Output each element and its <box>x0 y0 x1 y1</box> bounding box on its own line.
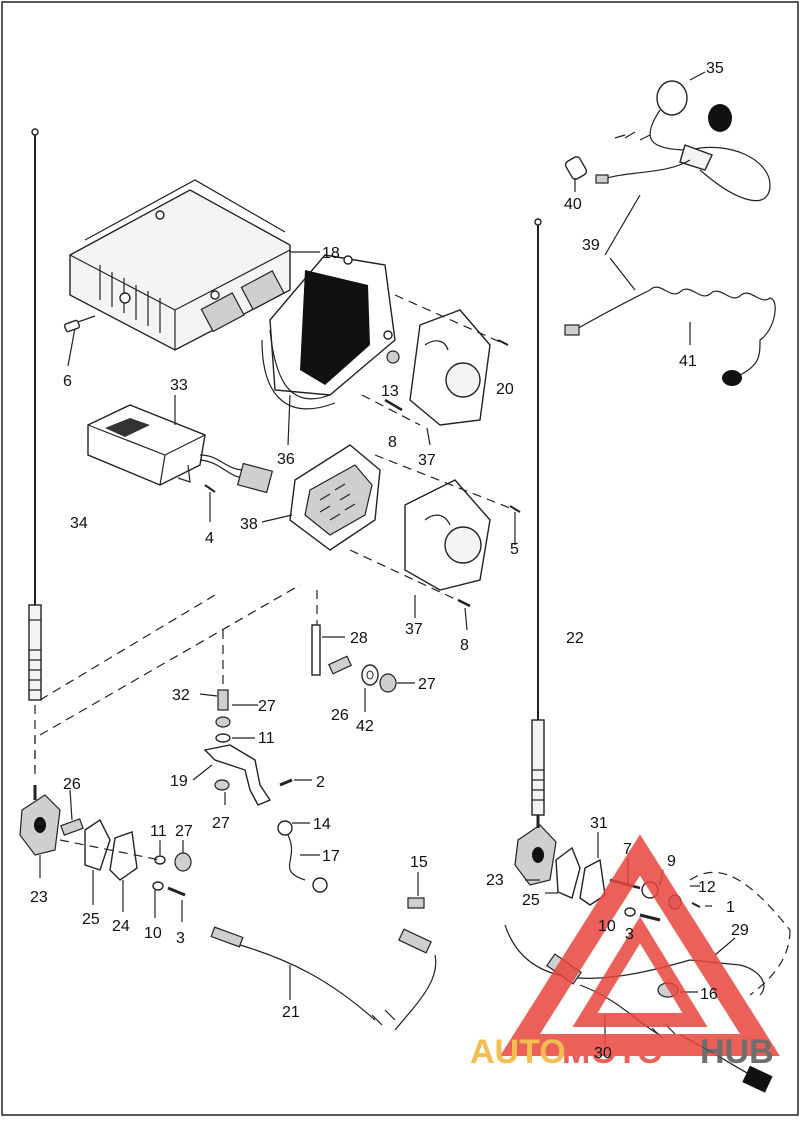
callout-3-right: 3 <box>625 926 634 943</box>
callout-18: 18 <box>322 245 340 262</box>
watermark-text-hub: HUB <box>700 1033 774 1071</box>
callout-11-b: 11 <box>150 823 167 840</box>
callout-27-c: 27 <box>212 815 230 832</box>
screw-8-top <box>384 398 403 412</box>
headset <box>595 80 771 202</box>
callout-41: 41 <box>679 353 697 370</box>
callout-25-left: 25 <box>82 911 100 928</box>
callout-32: 32 <box>172 687 190 704</box>
mount-left <box>19 785 192 897</box>
callout-26-b: 26 <box>63 776 81 793</box>
callout-42: 42 <box>356 718 374 735</box>
callout-12: 12 <box>698 879 716 896</box>
callout-29: 29 <box>731 922 749 939</box>
nut-27-bottom <box>214 779 230 791</box>
callout-8-bottom: 8 <box>460 637 469 654</box>
nut-13 <box>386 350 400 364</box>
callout-14: 14 <box>313 816 331 833</box>
callout-25-right: 25 <box>522 892 540 909</box>
screw-2 <box>279 778 293 787</box>
nut-27-top <box>215 716 231 728</box>
washer-11 <box>215 733 231 743</box>
cable-21 <box>210 926 437 1031</box>
callout-23-left: 23 <box>30 889 48 906</box>
callout-8-top: 8 <box>388 434 397 451</box>
antenna-right <box>531 218 545 816</box>
callout-30: 30 <box>594 1045 612 1062</box>
clip-15 <box>407 897 425 909</box>
callout-24: 24 <box>112 918 130 935</box>
callout-10-left: 10 <box>144 925 162 942</box>
stud-26 <box>328 655 352 675</box>
callout-23-right: 23 <box>486 872 504 889</box>
callout-33: 33 <box>170 377 188 394</box>
callout-9: 9 <box>667 853 676 870</box>
plug-40 <box>564 156 588 180</box>
screw-20 <box>497 339 509 346</box>
callout-19: 19 <box>170 773 188 790</box>
stud-32 <box>217 689 229 711</box>
callout-10-right: 10 <box>598 918 616 935</box>
screw-6 <box>63 315 96 333</box>
callout-11-a: 11 <box>258 730 275 747</box>
callout-3-left: 3 <box>176 930 185 947</box>
coiled-cord <box>564 286 776 386</box>
watermark-text-auto: AUTO <box>470 1033 566 1071</box>
callout-20: 20 <box>496 381 514 398</box>
callout-21: 21 <box>282 1004 300 1021</box>
speaker-housing <box>261 254 396 410</box>
callout-28: 28 <box>350 630 368 647</box>
callout-37-bottom: 37 <box>405 621 423 638</box>
speaker-cover-top <box>409 309 491 426</box>
callout-27-d: 27 <box>175 823 193 840</box>
callout-31: 31 <box>590 815 608 832</box>
callout-5: 5 <box>510 541 519 558</box>
callout-15: 15 <box>410 854 428 871</box>
callout-16: 16 <box>700 986 718 1003</box>
callout-27-a: 27 <box>258 698 276 715</box>
callout-7: 7 <box>623 841 632 858</box>
watermark-logo: AUTO MOTO HUB <box>470 834 780 1071</box>
stud-28 <box>311 624 321 676</box>
callout-26-a: 26 <box>331 707 349 724</box>
callout-40: 40 <box>564 196 582 213</box>
radio-unit <box>69 179 291 351</box>
callout-2: 2 <box>316 774 325 791</box>
callout-13: 13 <box>381 383 399 400</box>
callout-1: 1 <box>726 899 735 916</box>
callout-17: 17 <box>322 848 340 865</box>
speaker-cover-bottom <box>404 479 491 591</box>
callout-4: 4 <box>205 530 214 547</box>
speaker-38 <box>289 444 381 551</box>
nut-27-right <box>379 673 397 693</box>
callout-36: 36 <box>277 451 295 468</box>
callout-labels: 35 40 39 41 18 6 13 20 8 36 37 33 4 38 5… <box>30 60 749 1062</box>
callout-6: 6 <box>63 373 72 390</box>
bracket-19 <box>203 744 272 806</box>
callout-27-b: 27 <box>418 676 436 693</box>
module-33 <box>87 404 274 494</box>
callout-39: 39 <box>582 237 600 254</box>
callout-37-top: 37 <box>418 452 436 469</box>
callout-38: 38 <box>240 516 258 533</box>
watermark-text-moto: MOTO <box>562 1033 663 1071</box>
callout-22: 22 <box>566 630 584 647</box>
callout-35: 35 <box>706 60 724 77</box>
washer-42 <box>361 664 379 686</box>
ground-strap <box>277 820 328 893</box>
callout-34: 34 <box>70 515 88 532</box>
